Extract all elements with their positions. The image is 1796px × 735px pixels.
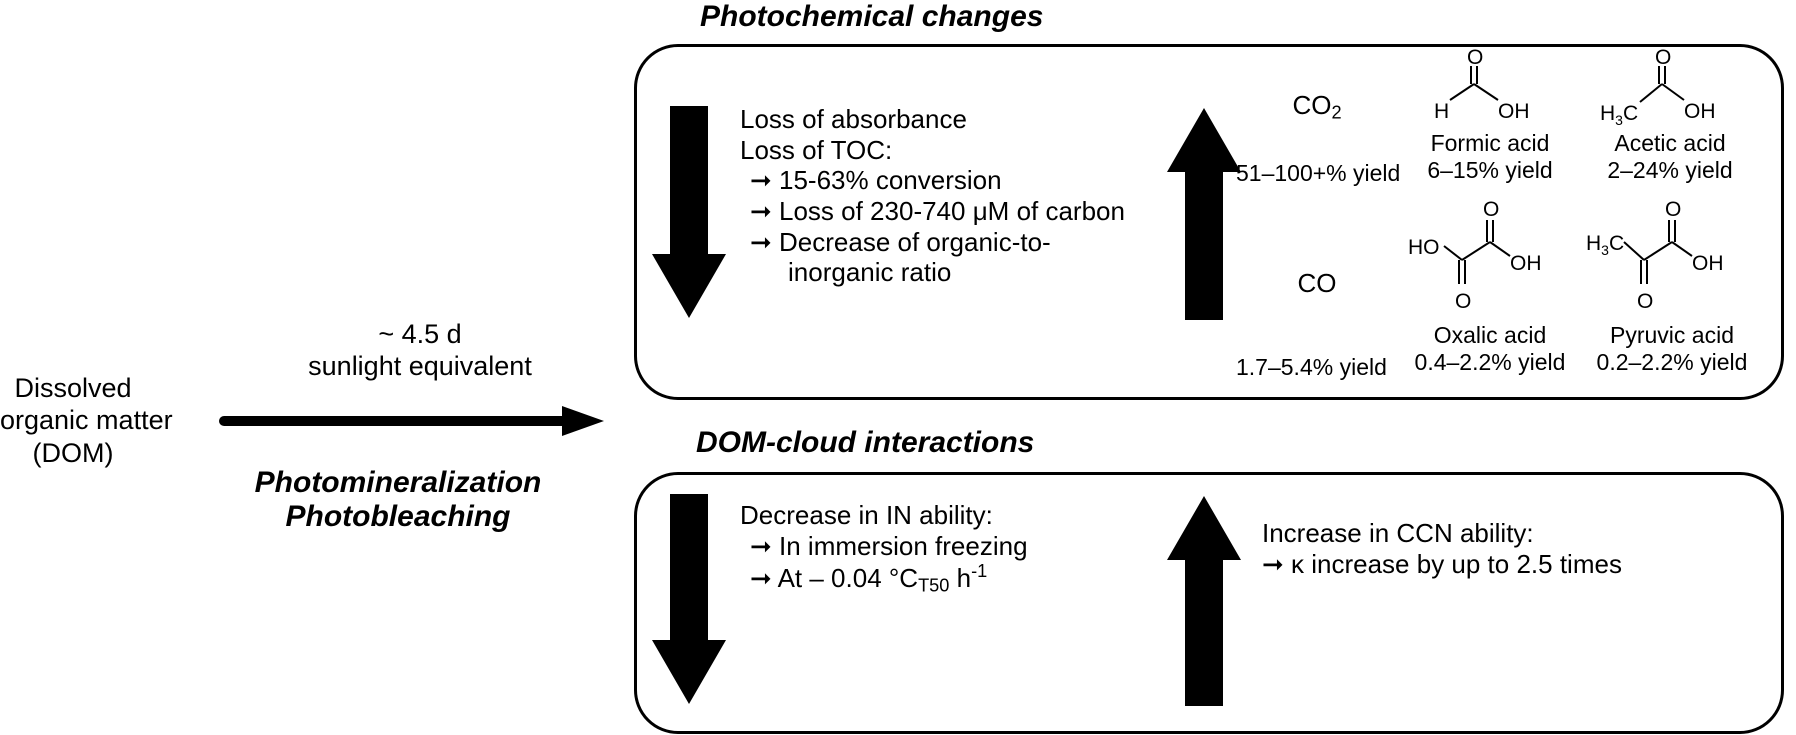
process-arrow-icon: [219, 406, 604, 436]
cloud-heading: DOM-cloud interactions: [696, 426, 1035, 459]
pyruvic-yield: 0.2–2.2% yield: [1596, 349, 1748, 376]
process-name-photomineralization: Photomineralization: [254, 466, 542, 499]
co-yield: 1.7–5.4% yield: [1236, 354, 1387, 380]
ccn-increase-title: Increase in CCN ability:: [1262, 518, 1534, 548]
increase-arrow-icon: [1167, 108, 1241, 320]
acetic-o: O: [1655, 46, 1671, 69]
oxalic-acid-label: Oxalic acid 0.4–2.2% yield: [1400, 322, 1580, 376]
formic-acid-label: Formic acid 6–15% yield: [1410, 130, 1570, 184]
acetic-oh: OH: [1684, 100, 1716, 123]
process-name-photobleaching: Photobleaching: [285, 500, 511, 533]
process-duration: ~ 4.5 d sunlight equivalent: [270, 318, 570, 383]
co-formula: CO: [1297, 268, 1337, 298]
oxalic-name: Oxalic acid: [1433, 322, 1547, 348]
oxalic-ho: HO: [1408, 236, 1440, 259]
loss-of-absorbance: Loss of absorbance: [740, 104, 967, 134]
formic-o: O: [1467, 46, 1483, 69]
dom-label-line1: Dissolved: [14, 373, 132, 403]
dom-label: Dissolved organic matter (DOM): [0, 372, 173, 469]
photochemical-box: [634, 44, 1784, 400]
photochemical-heading: Photochemical changes: [700, 0, 1044, 33]
in-rate-value: ➞ At – 0.04 °C: [750, 563, 919, 594]
pyruvic-acid-label: Pyruvic acid 0.2–2.2% yield: [1582, 322, 1762, 376]
formic-acid-structure-icon: O H OH: [1434, 46, 1530, 123]
formic-h: H: [1434, 100, 1449, 123]
in-decrease-arrow-icon: [652, 494, 726, 704]
ratio-decrease: ➞ Decrease of organic-to-: [750, 226, 1051, 257]
acetic-name: Acetic acid: [1614, 130, 1726, 156]
ccn-kappa-increase: ➞ κ increase by up to 2.5 times: [1262, 548, 1622, 579]
pyruvic-name: Pyruvic acid: [1610, 322, 1734, 348]
dom-label-line3: (DOM): [32, 437, 114, 468]
loss-of-toc: Loss of TOC:: [740, 134, 893, 165]
formic-yield: 6–15% yield: [1427, 157, 1553, 184]
oxalic-oh: OH: [1510, 252, 1542, 275]
formic-name: Formic acid: [1430, 130, 1550, 156]
oxalic-o-bottom: O: [1455, 290, 1471, 313]
acetic-yield: 2–24% yield: [1607, 157, 1733, 184]
acetic-acid-label: Acetic acid 2–24% yield: [1590, 130, 1750, 184]
ratio-decrease-cont: inorganic ratio: [788, 257, 952, 288]
in-rate-sub: T50: [918, 575, 950, 596]
oxalic-o-top: O: [1483, 198, 1499, 221]
ccn-increase-arrow-icon: [1167, 496, 1241, 706]
in-rate-sup: -1: [971, 561, 988, 582]
acetic-h3c: H3C: [1600, 102, 1638, 128]
toc-carbon-loss: ➞ Loss of 230-740 μM of carbon: [750, 196, 1125, 227]
dom-label-line2: organic matter: [0, 405, 173, 436]
pyruvic-o-top: O: [1665, 198, 1681, 221]
co2-main: CO: [1292, 90, 1332, 120]
in-rate: ➞ At – 0.04 °CT50 h-1: [740, 561, 1028, 597]
pyruvic-h3c: H3C: [1586, 232, 1624, 258]
co2-yield: 51–100+% yield: [1236, 160, 1401, 186]
pyruvic-acid-structure-icon: O H3C OH O: [1586, 198, 1724, 313]
duration-note: sunlight equivalent: [308, 351, 532, 382]
in-rate-unit: h: [949, 563, 972, 594]
oxalic-acid-structure-icon: O HO OH O: [1408, 198, 1542, 313]
cloud-decrease-list: Decrease in IN ability: ➞ In immersion f…: [740, 500, 1028, 597]
oxalic-yield: 0.4–2.2% yield: [1414, 349, 1566, 376]
acetic-acid-structure-icon: O H3C OH: [1600, 46, 1716, 128]
photochemical-decrease-list: Loss of absorbance Loss of TOC: ➞ 15-63%…: [740, 104, 1125, 288]
cloud-box: [634, 472, 1784, 734]
formic-oh: OH: [1498, 100, 1530, 123]
pyruvic-oh: OH: [1692, 252, 1724, 275]
co2-formula: CO2: [1282, 90, 1352, 124]
cloud-increase-list: Increase in CCN ability: ➞ κ increase by…: [1262, 518, 1622, 579]
duration-text: ~ 4.5 d: [378, 319, 462, 349]
pyruvic-o-bottom: O: [1637, 290, 1653, 313]
in-immersion-freezing: ➞ In immersion freezing: [750, 530, 1028, 561]
decrease-arrow-icon: [652, 106, 726, 318]
process-names: Photomineralization Photobleaching: [238, 466, 558, 534]
co2-sub: 2: [1331, 102, 1342, 123]
toc-conversion: ➞ 15-63% conversion: [750, 165, 1002, 196]
in-decrease-title: Decrease in IN ability:: [740, 500, 993, 530]
